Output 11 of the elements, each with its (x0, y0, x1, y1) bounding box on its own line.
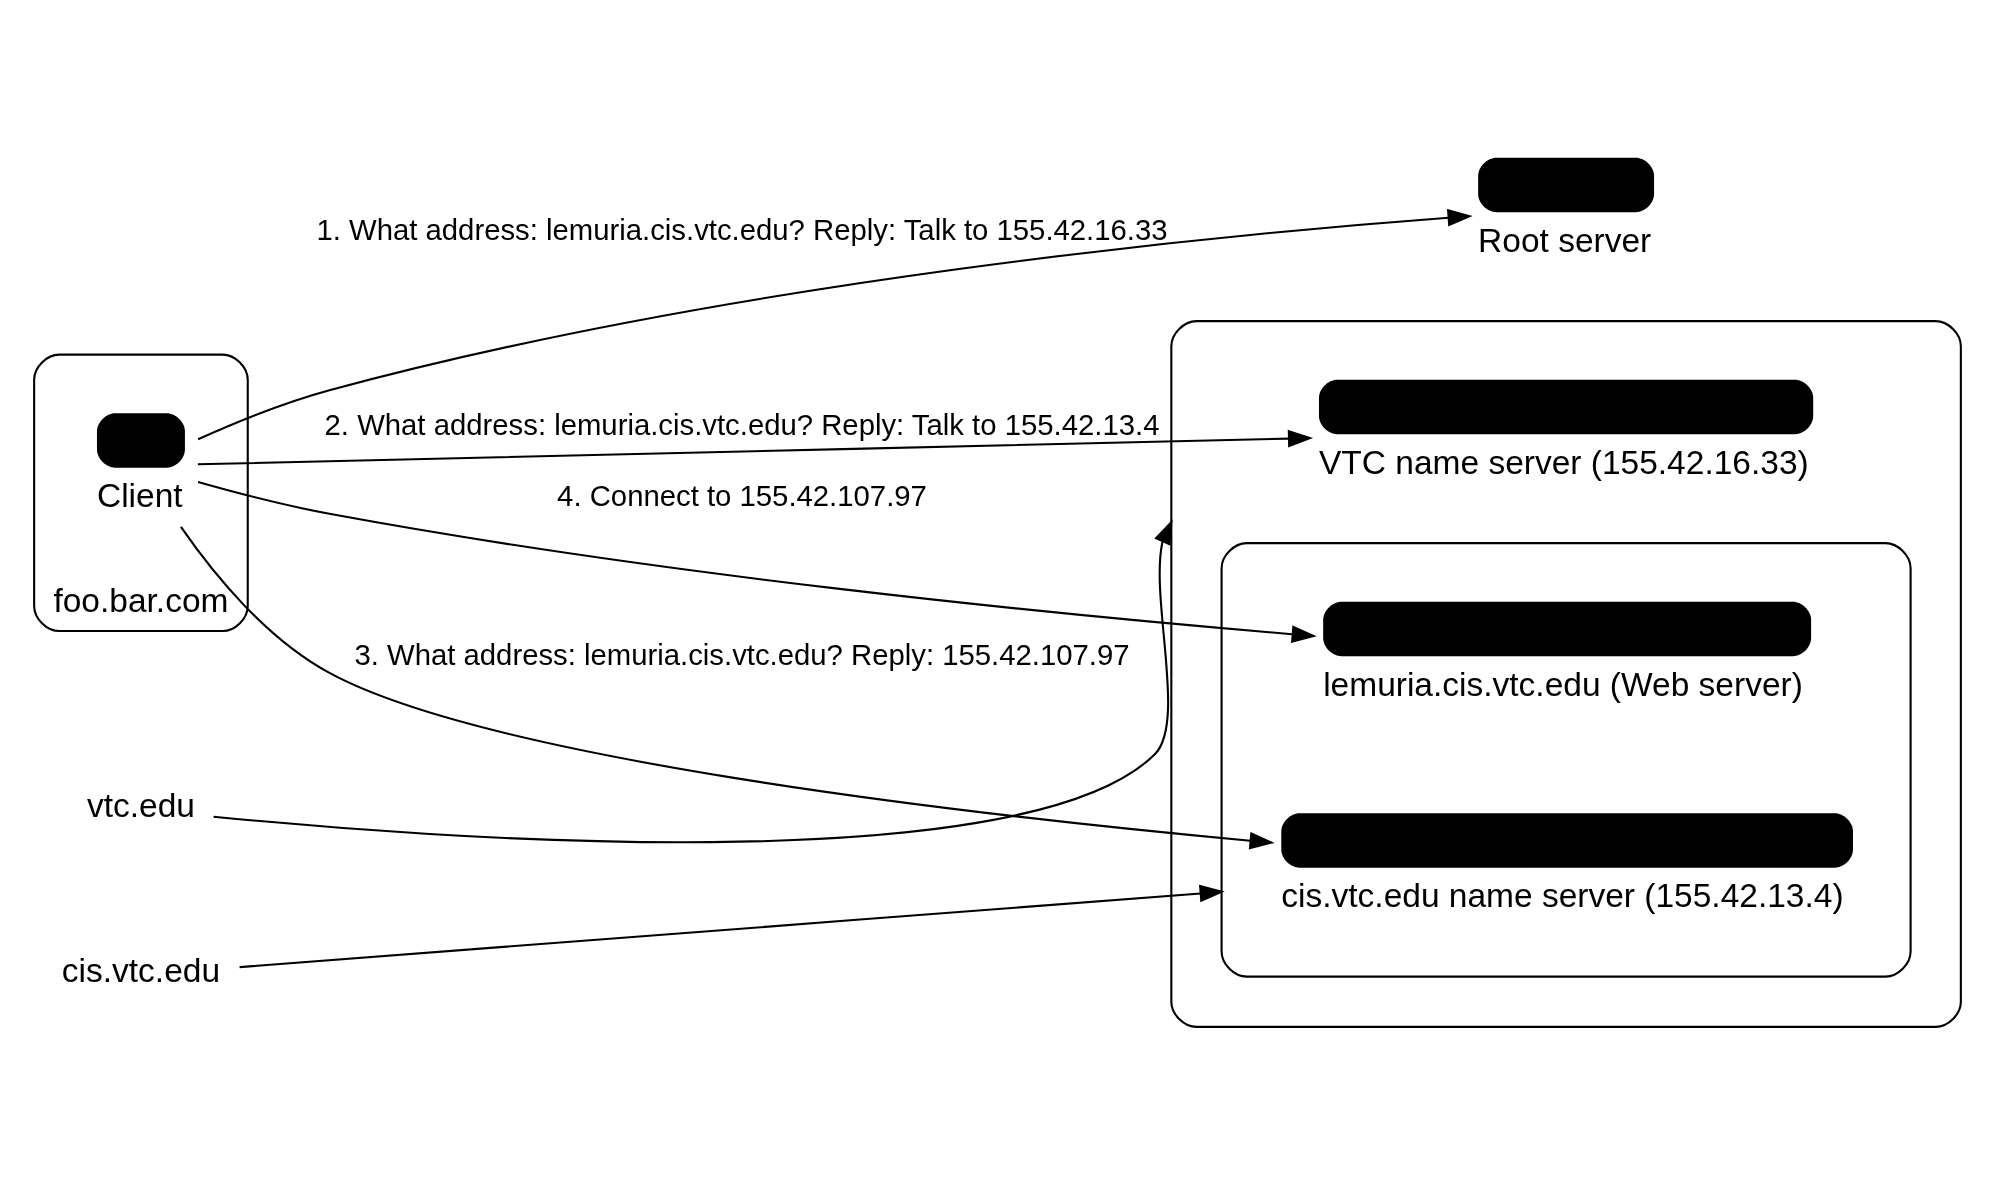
node-label: Client (96, 476, 183, 514)
node-label: lemuria.cis.vtc.edu (Web server) (1322, 665, 1803, 703)
node-label: Root server (1477, 221, 1651, 259)
node-text: cis.vtc.edu (61, 951, 220, 989)
node-label: VTC name server (155.42.16.33) (1318, 443, 1809, 481)
edge-label: 2. What address: lemuria.cis.vtc.edu? Reply: Talk to 155.42.13.4 (324, 407, 1159, 441)
edge-label: 3. What address: lemuria.cis.vtc.edu? Reply: 155.42.107.97 (353, 637, 1130, 671)
node-label: cis.vtc.edu name server (155.42.13.4) (1280, 876, 1844, 914)
node-text: vtc.edu (86, 786, 195, 824)
edge-label: 4. Connect to 155.42.107.97 (556, 478, 927, 512)
edge-label: 1. What address: lemuria.cis.vtc.edu? Reply: Talk to 155.42.16.33 (315, 212, 1168, 246)
